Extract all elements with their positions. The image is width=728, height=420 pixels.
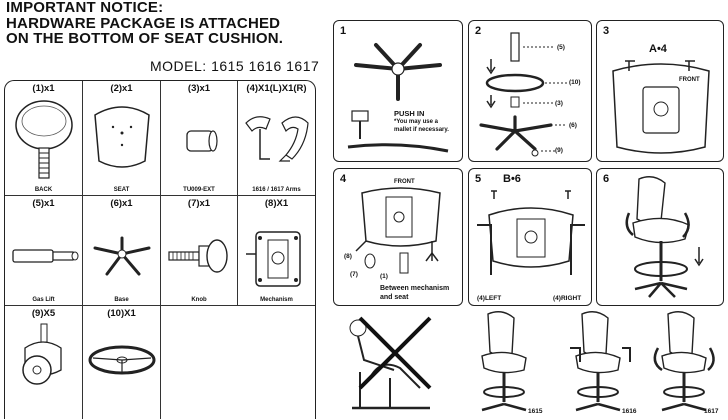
part-footring: (10)X1 bbox=[83, 306, 161, 419]
part-arms: (4)X1(L)X1(R) 1616 / 1617 Arms bbox=[238, 81, 315, 196]
step-1: 1 PUSH IN *You may use a mallet if neces… bbox=[333, 20, 463, 162]
knob-illustration bbox=[168, 239, 228, 273]
step-6: 6 bbox=[596, 168, 724, 306]
mallet-icon bbox=[351, 110, 369, 139]
seat-illustration bbox=[94, 106, 150, 168]
arms-illustration bbox=[245, 116, 309, 162]
notice-line-2: HARDWARE PACKAGE IS ATTACHED bbox=[6, 14, 281, 32]
step-4: 4 FRONT (8) (7) (1) Between mechanism an… bbox=[333, 168, 463, 306]
back-illustration bbox=[15, 100, 73, 179]
model-label-1615: 1615 bbox=[528, 408, 543, 415]
chair-model-1615-illustration bbox=[481, 311, 527, 412]
mechanism-attach-illustration bbox=[355, 187, 441, 274]
model-numbers: MODEL: 1615 1616 1617 bbox=[150, 58, 320, 74]
cylinder-illustration bbox=[186, 130, 218, 152]
notice-line-1: IMPORTANT NOTICE: bbox=[6, 0, 164, 16]
do-not-stand-warning-illustration bbox=[349, 316, 432, 410]
assembled-chair-illustration bbox=[625, 176, 704, 298]
step-5: 5 B•6 (4)LEFT (4)RIGHT bbox=[468, 168, 592, 306]
part-tu009-ext: (3)x1 TU009-EXT bbox=[161, 81, 238, 196]
parts-table: (1)x1 BACK (2)x1 SEAT (3)x1 TU009-EXT (4… bbox=[4, 80, 316, 419]
part-mechanism: (8)X1 Mechanism bbox=[238, 196, 315, 306]
base-push-illustration bbox=[354, 43, 442, 101]
gas-lift-illustration bbox=[12, 249, 79, 263]
arms-attach-illustration bbox=[477, 190, 585, 275]
part-knob: (7)x1 Knob bbox=[161, 196, 238, 306]
part-base: (6)x1 Base bbox=[83, 196, 161, 306]
seat-mechanism-illustration bbox=[612, 60, 710, 154]
notice-line-3: ON THE BOTTOM OF SEAT CUSHION. bbox=[6, 30, 284, 47]
step-2: 2 (5) (10) (3) (6) (9) bbox=[468, 20, 592, 162]
curved-part-illustration bbox=[347, 143, 449, 153]
caster-illustration bbox=[22, 323, 62, 385]
model-label-1617: 1617 bbox=[704, 408, 719, 415]
part-caster: (9)X5 bbox=[5, 306, 83, 419]
step-3: 3 A•4 FRONT bbox=[596, 20, 724, 162]
part-gas-lift: (5)x1 Gas Lift bbox=[5, 196, 83, 306]
footring-illustration bbox=[88, 345, 156, 375]
model-label-1616: 1616 bbox=[622, 408, 637, 415]
chair-model-1616-illustration bbox=[570, 311, 631, 412]
important-notice: IMPORTANT NOTICE: HARDWARE PACKAGE IS AT… bbox=[6, 0, 283, 47]
gaslift-insert-illustration bbox=[479, 32, 567, 157]
part-seat: (2)x1 SEAT bbox=[83, 81, 161, 196]
part-back: (1)x1 BACK bbox=[5, 81, 83, 196]
base-illustration bbox=[93, 236, 151, 276]
mechanism-illustration bbox=[246, 231, 301, 287]
chair-model-1617-illustration bbox=[653, 311, 715, 412]
